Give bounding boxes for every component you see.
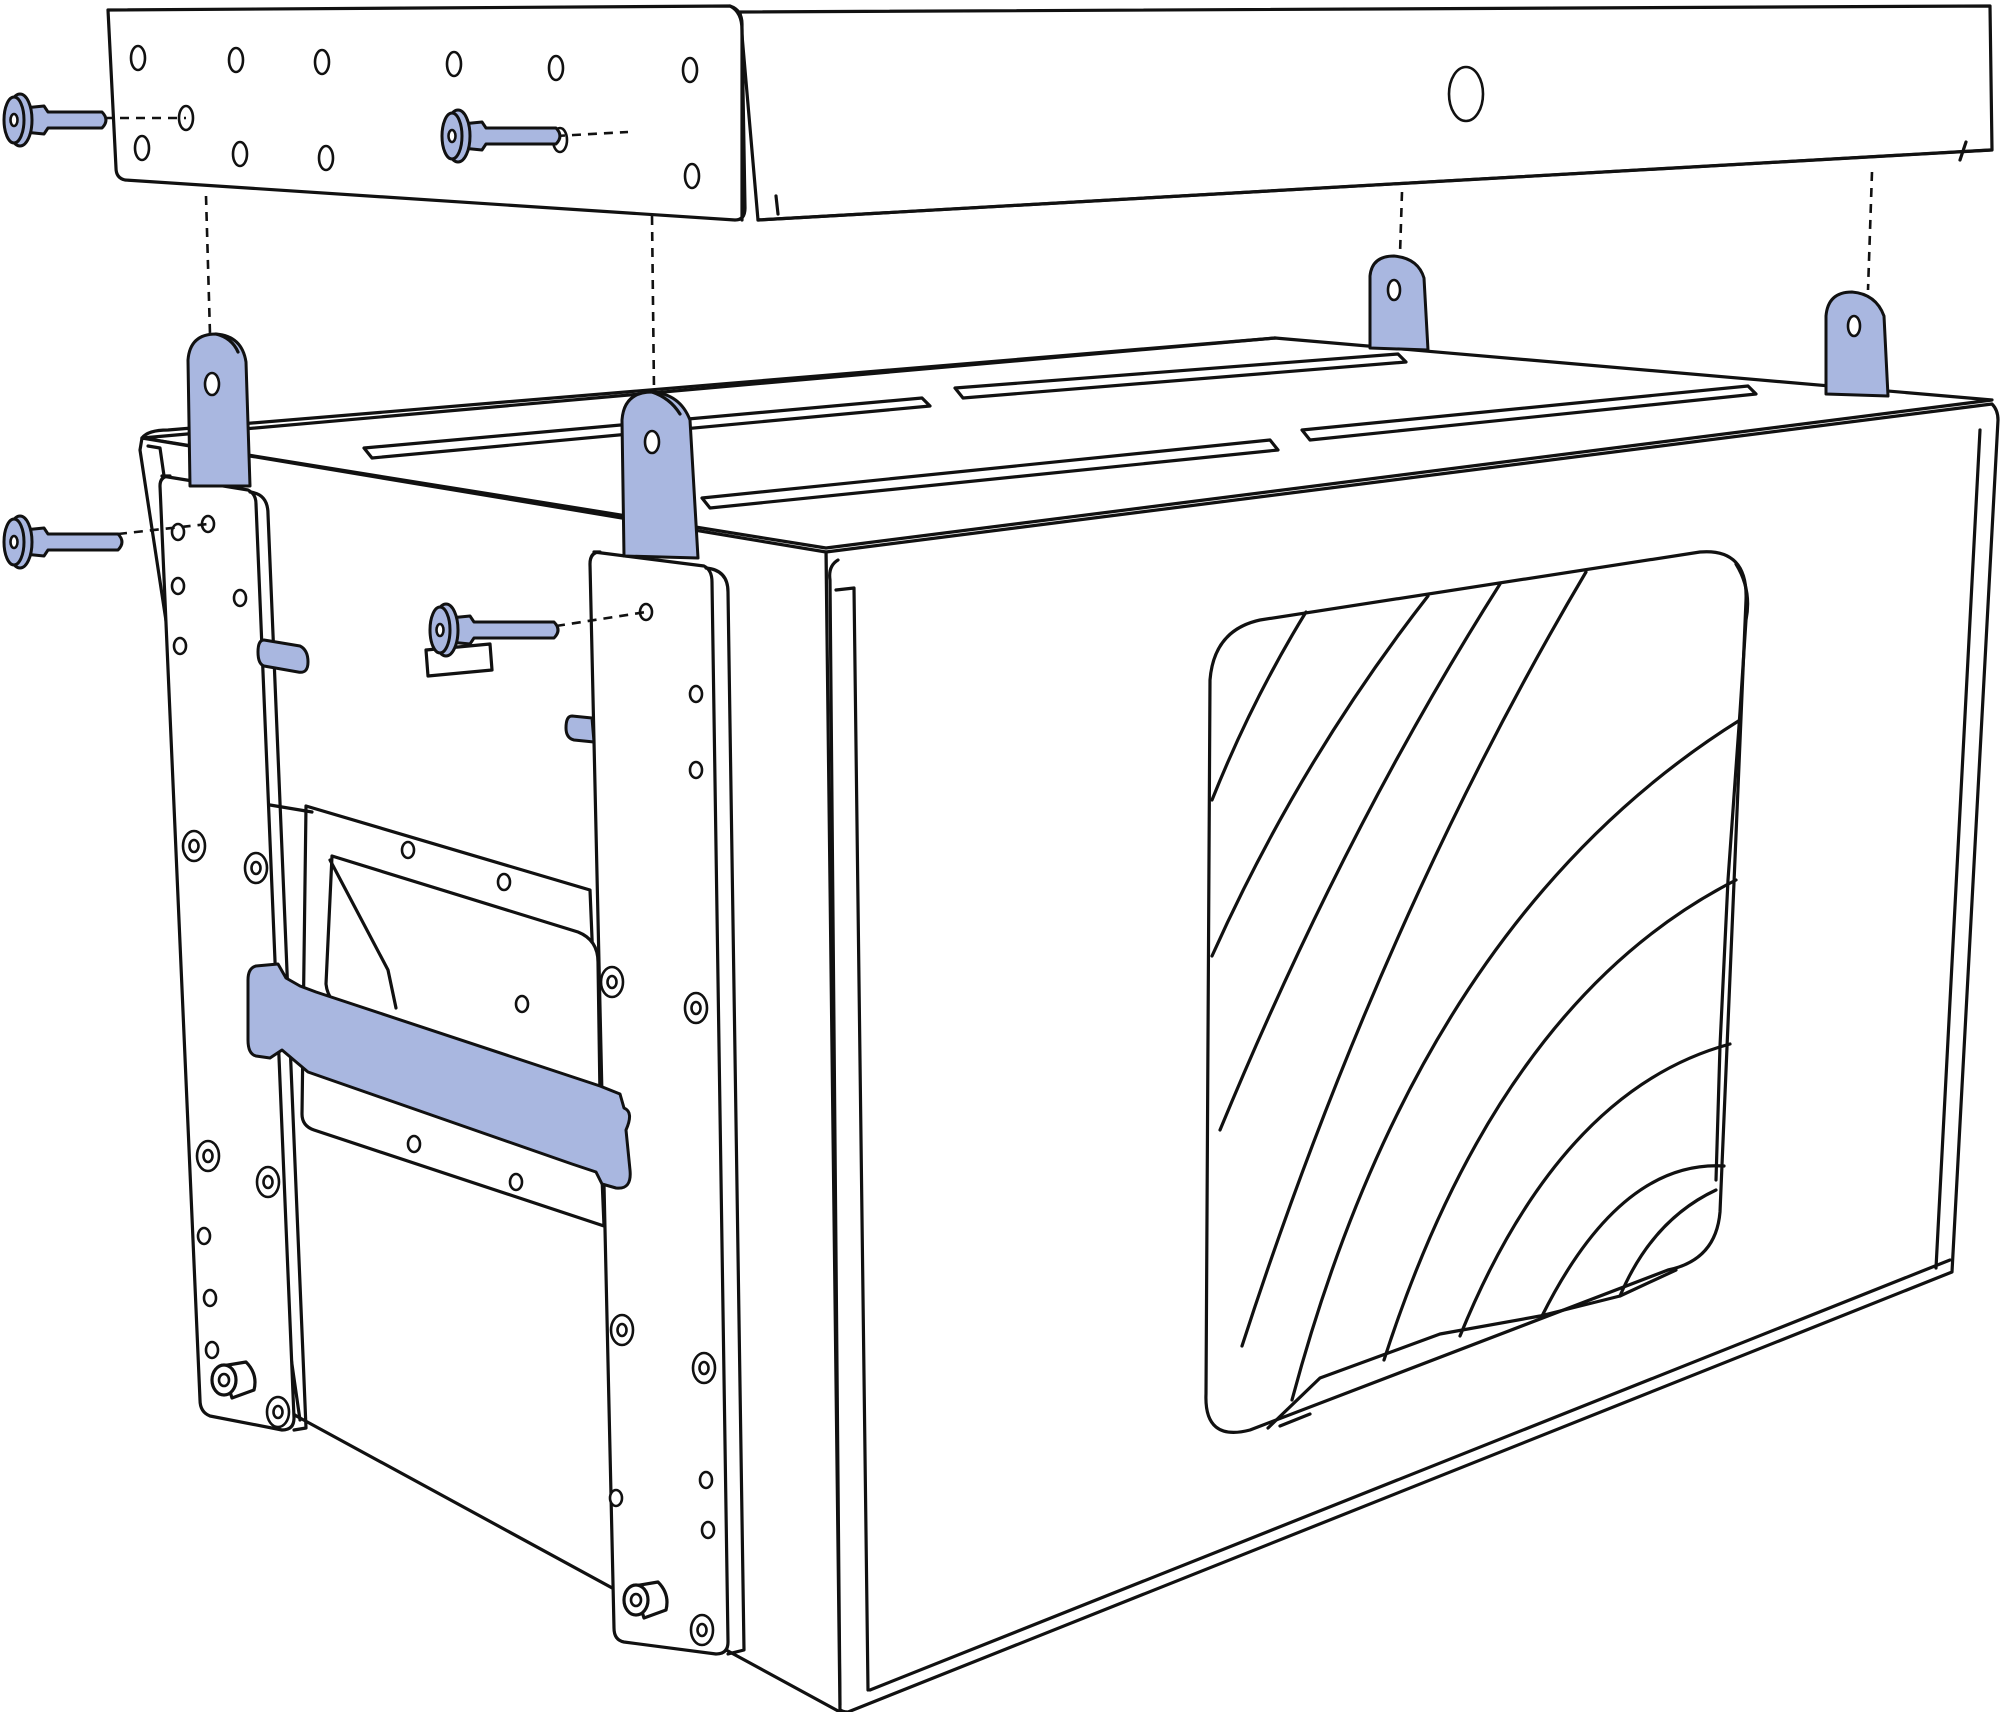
rigging-tab-icon: [620, 390, 700, 560]
bar-screw-center: [262, 1174, 274, 1190]
cabinet-top-face: [140, 336, 1994, 550]
rigging-tab-icon: [1824, 290, 1890, 398]
handle-recess-cut: [262, 802, 314, 814]
bar-hole: [514, 994, 530, 1014]
bar-hole: [688, 760, 704, 780]
cabinet-top-edge: [140, 336, 1277, 440]
bar-hole: [608, 1488, 624, 1508]
bar-screw-center: [696, 1622, 708, 1638]
frame-lip-mark-right: [1958, 140, 1968, 162]
bar-hole: [170, 576, 186, 596]
pin-shaft: [448, 614, 560, 646]
frame-center-hole: [1447, 65, 1485, 123]
bar-screw-center: [188, 838, 200, 854]
pin-center: [447, 128, 457, 144]
port-right-edge: [1714, 562, 1750, 1182]
rigging-pins: [2, 92, 562, 678]
bar-hole: [698, 1470, 714, 1490]
front-face-inner: [834, 586, 870, 1692]
port-fins: [1210, 570, 1742, 1402]
port-lower-lip: [1278, 1412, 1312, 1428]
stud-middle: [564, 714, 596, 744]
frame-lip-mark: [774, 194, 780, 216]
frame-hole: [227, 46, 245, 74]
side-studs: [256, 638, 596, 744]
frame-hole: [317, 144, 335, 172]
grille-frame-icon: [106, 4, 1994, 222]
frame-hole-grid: [129, 44, 701, 190]
bar-hole: [196, 1226, 212, 1246]
front-face-bevel: [828, 558, 842, 1707]
rigging-bar-right-edge: [704, 566, 746, 1656]
bar-hole: [232, 588, 248, 608]
bar-hole: [496, 872, 512, 892]
frame-hole: [445, 50, 463, 78]
bar-hole: [204, 1340, 220, 1360]
frame-end-face: [106, 4, 747, 222]
bar-hole: [700, 1520, 716, 1540]
frame-hole: [683, 162, 701, 190]
alignment-lines: [104, 116, 1874, 628]
bar-screw-center: [606, 974, 618, 990]
frame-long-face: [738, 4, 1994, 222]
rigging-pin-icon: [424, 602, 560, 678]
frame-hole: [129, 44, 147, 72]
connecting-bar-icon: [246, 962, 632, 1190]
bar-screw-center: [616, 1322, 628, 1338]
handle-recess-floor: [328, 858, 398, 1010]
rigging-tab-icon: [1368, 254, 1430, 352]
front-face-right-edge: [1934, 428, 1982, 1270]
bar-screw-center: [250, 860, 262, 876]
frame-hole: [547, 54, 565, 82]
rigging-bar-right: [588, 550, 746, 1656]
frame-hole: [231, 140, 249, 168]
bar-hole: [172, 636, 188, 656]
bar-screw-center: [690, 1000, 702, 1016]
frame-bottom-lip: [756, 148, 1992, 222]
bar-hole: [508, 1172, 524, 1192]
bar-hole: [688, 684, 704, 704]
rigging-tabs: [186, 254, 1890, 560]
bar-hole: [400, 840, 416, 860]
bar-hole: [170, 522, 186, 542]
rigging-bar-left-edge: [248, 490, 308, 1432]
frame-hole: [313, 48, 331, 76]
pin-center: [9, 534, 19, 550]
rigging-pin-icon: [2, 514, 124, 570]
bar-screw-center: [698, 1360, 710, 1376]
pin-shaft: [22, 526, 124, 558]
stud-upper: [256, 638, 310, 674]
pin-center: [435, 622, 445, 638]
rigging-tab-icon: [186, 332, 252, 488]
woofer-port-icon: [1204, 550, 1750, 1434]
pin-shaft: [460, 120, 562, 152]
rigging-bar-holes: [170, 514, 717, 1647]
frame-hole: [133, 134, 151, 162]
rigging-pin-icon: [440, 108, 562, 164]
bar-screw-center: [202, 1148, 214, 1164]
bar-knob-center: [629, 1592, 643, 1608]
bar-hole: [202, 1288, 218, 1308]
bar-knob-center: [217, 1372, 231, 1388]
port-bottom-edge: [1266, 1268, 1678, 1430]
rigging-pin-icon: [2, 92, 108, 148]
bar-screw-center: [272, 1404, 284, 1420]
pin-center: [9, 112, 19, 128]
frame-end-edge: [728, 4, 744, 222]
front-face-bottom-edge: [868, 1258, 1952, 1692]
bar-hole: [406, 1134, 422, 1154]
rigging-bar-right-face: [588, 550, 730, 1656]
pin-shaft: [22, 104, 108, 136]
frame-hole: [681, 56, 699, 84]
